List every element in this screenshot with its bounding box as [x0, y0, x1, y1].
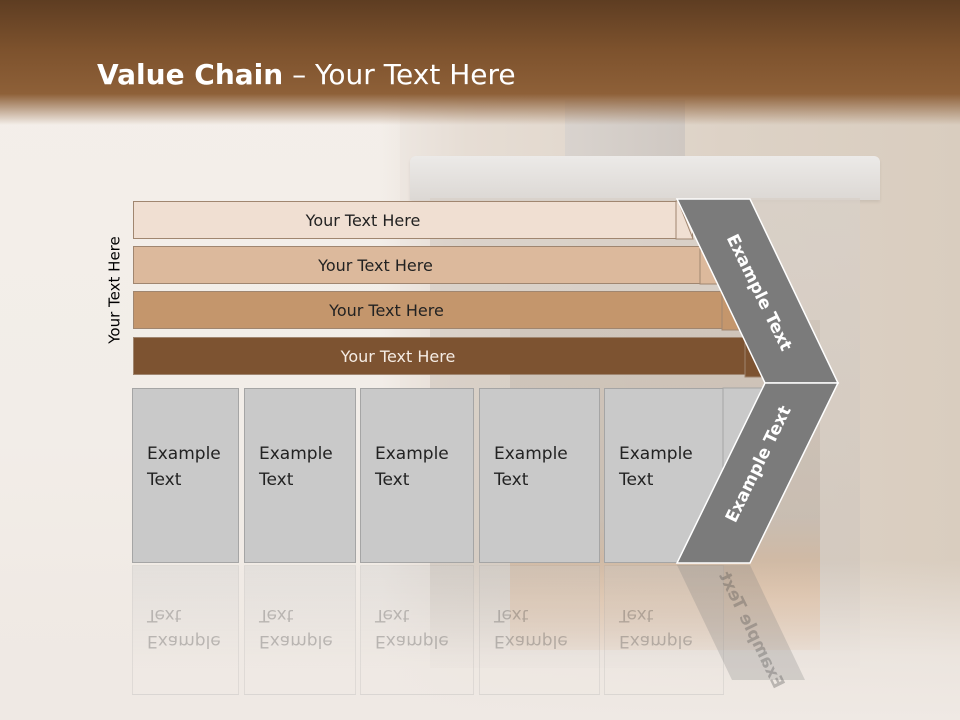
chevron-lower-arm	[675, 382, 840, 564]
primary-column-5-line1: Example	[619, 444, 693, 464]
support-bar-4[interactable]: Your Text Here	[133, 337, 763, 375]
support-bar-3[interactable]: Your Text Here	[133, 291, 740, 329]
primary-column-4-line1: Example	[494, 444, 568, 464]
slide-title-rest: – Your Text Here	[283, 58, 516, 91]
primary-column-2[interactable]: Example Text	[244, 388, 356, 563]
primary-column-3[interactable]: Example Text	[360, 388, 474, 563]
title-banner	[0, 0, 960, 125]
primary-column-2-line2: Text	[259, 470, 294, 490]
chevron-reflection	[677, 565, 805, 680]
primary-column-4-line2: Text	[494, 470, 529, 490]
primary-column-3-line1: Example	[375, 444, 449, 464]
primary-column-1-line2: Text	[147, 470, 182, 490]
background-stove-top	[410, 156, 880, 200]
primary-column-3-line2: Text	[375, 470, 410, 490]
support-bar-4-label: Your Text Here	[340, 346, 456, 366]
support-bar-3-label: Your Text Here	[329, 300, 444, 320]
support-bar-2-label: Your Text Here	[318, 255, 433, 275]
support-bar-2[interactable]: Your Text Here	[133, 246, 718, 284]
slide-title[interactable]: Value Chain – Your Text Here	[97, 55, 516, 95]
primary-column-2-line1: Example	[259, 444, 333, 464]
primary-column-1-line1: Example	[147, 444, 221, 464]
background-fade	[0, 560, 960, 720]
primary-column-4[interactable]: Example Text	[479, 388, 600, 563]
primary-column-1[interactable]: Example Text	[132, 388, 239, 563]
support-bar-1-label: Your Text Here	[305, 210, 421, 230]
primary-column-5-line2: Text	[619, 470, 654, 490]
support-bar-1[interactable]: Your Text Here	[133, 201, 693, 239]
slide-title-bold: Value Chain	[97, 58, 284, 91]
